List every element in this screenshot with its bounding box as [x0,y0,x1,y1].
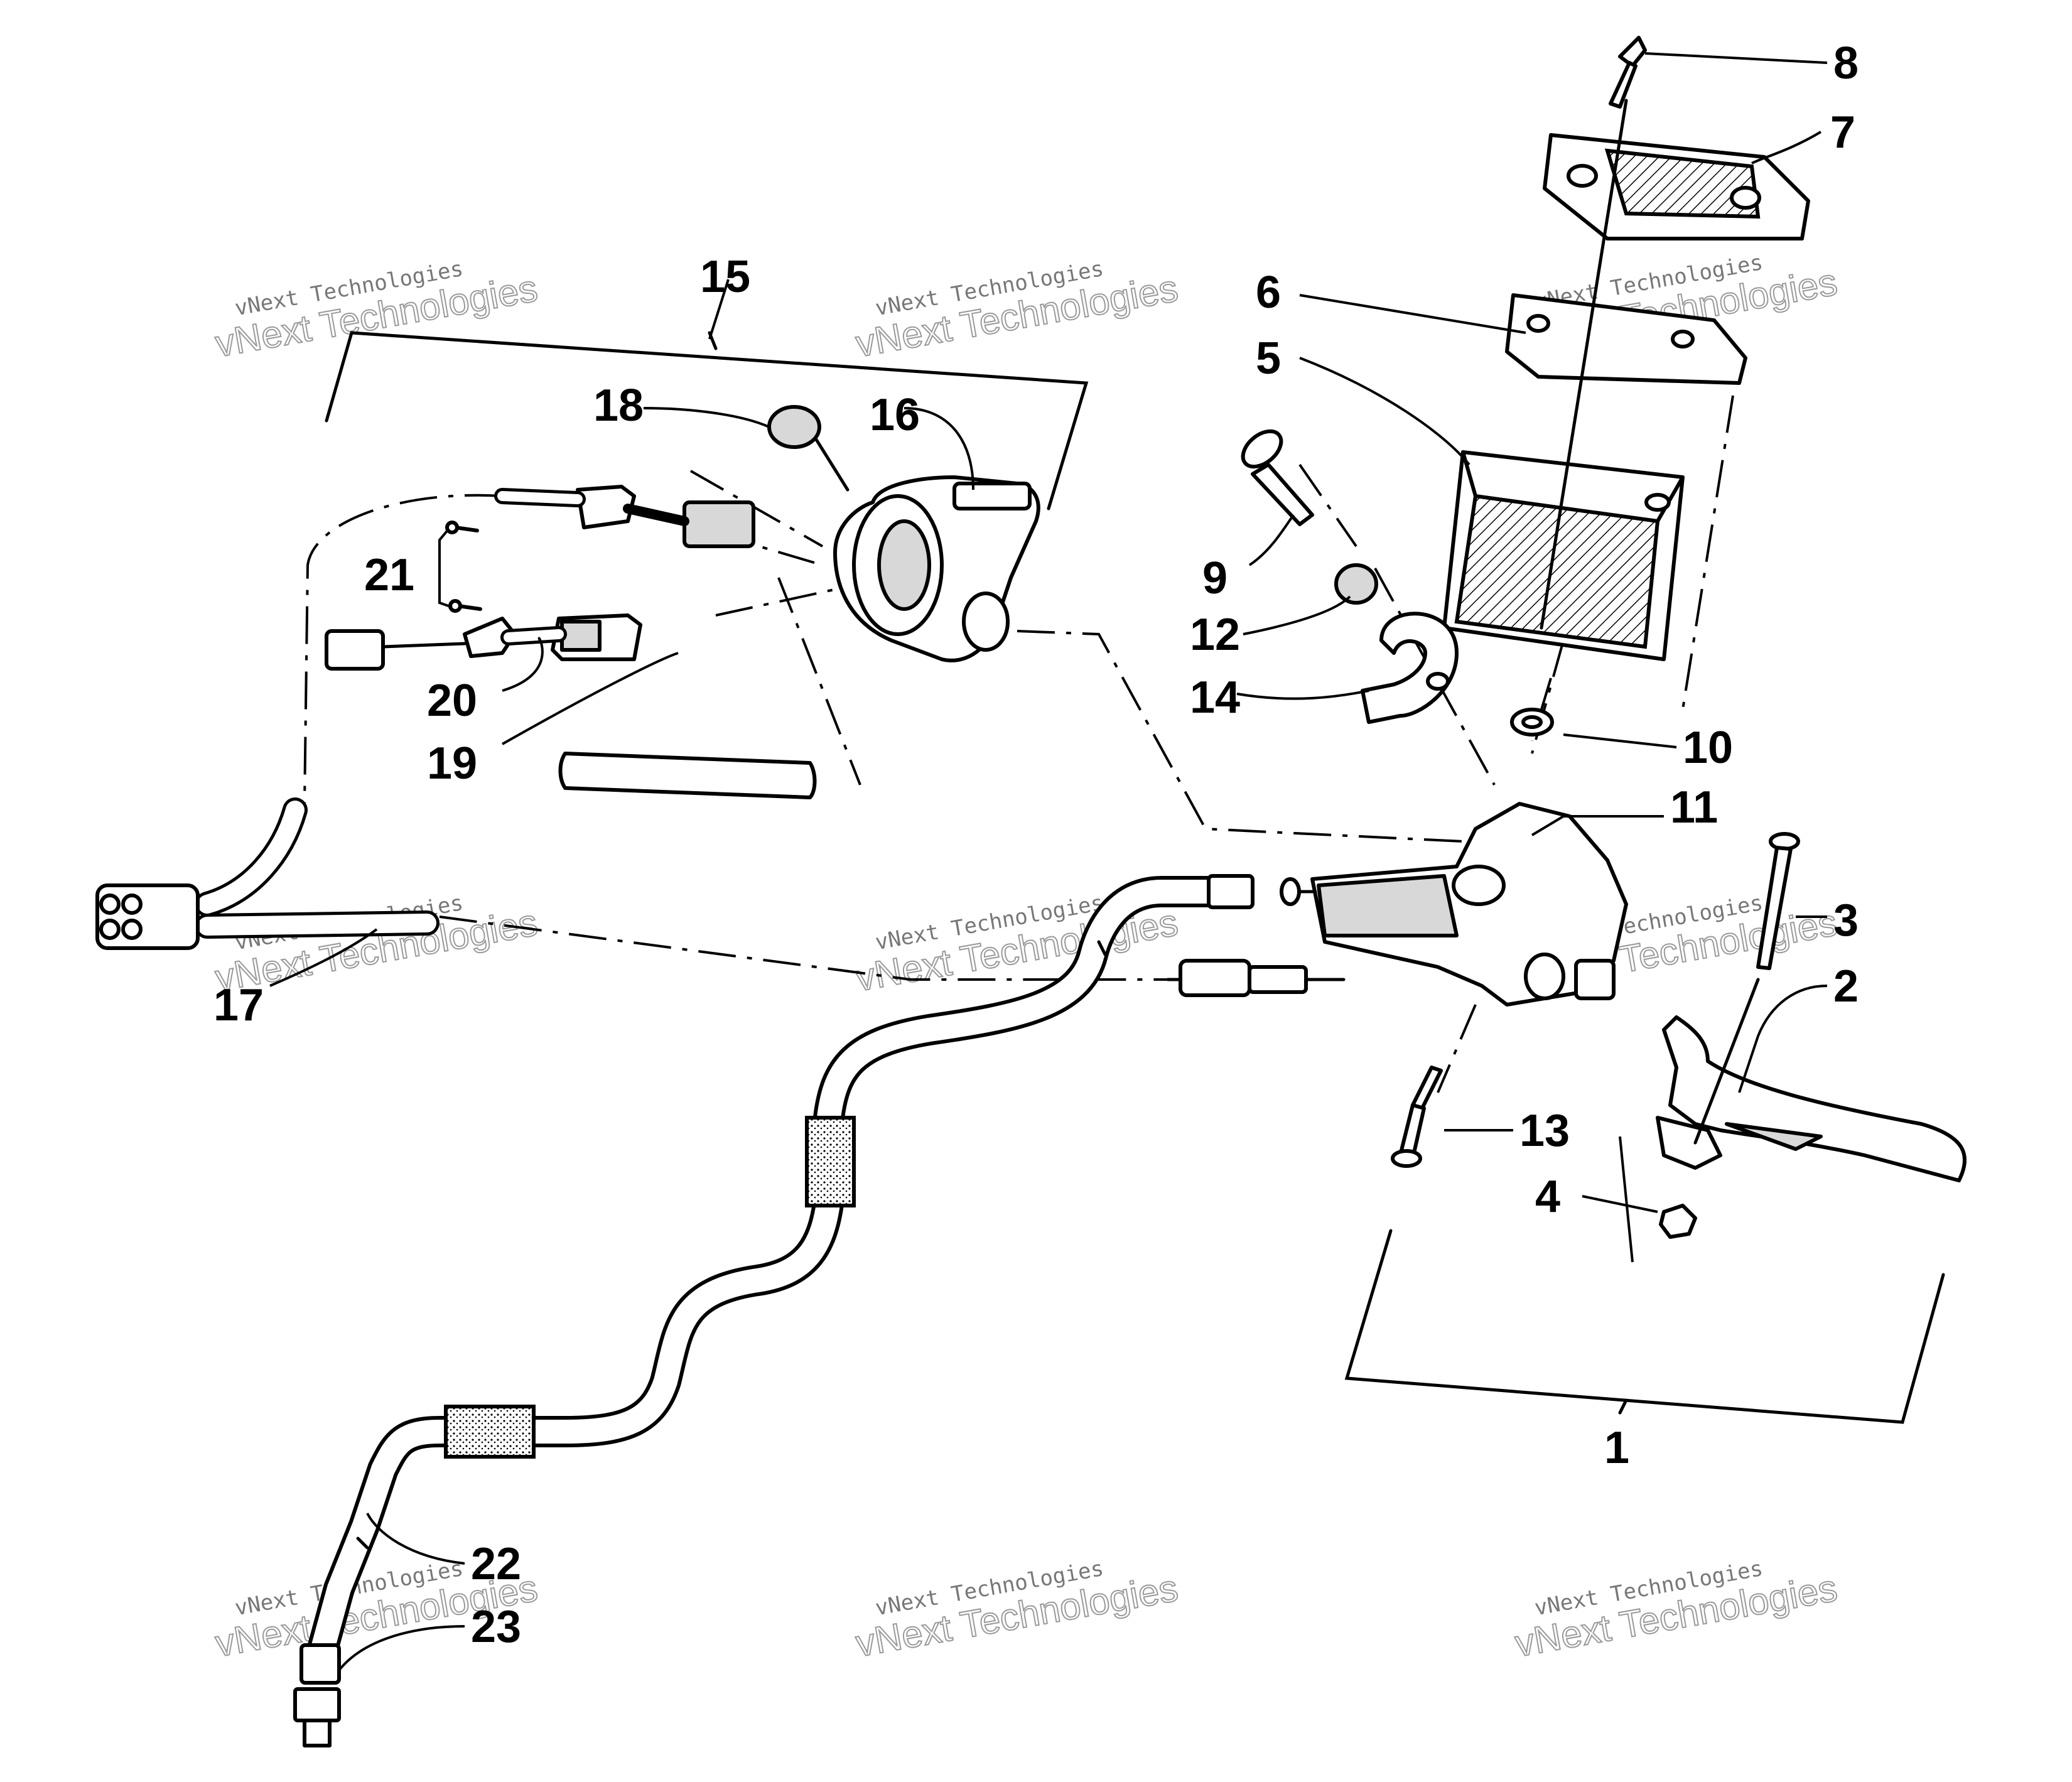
callout-15: 15 [700,252,750,302]
hose-fitting-23 [299,1643,341,1685]
callout-17: 17 [213,980,264,1030]
leader-lines [269,52,1828,1671]
callout-12: 12 [1190,610,1240,660]
callout-19: 19 [427,738,477,789]
cover-7 [1543,133,1810,240]
nut-4 [1659,1204,1697,1239]
screw-8 [1609,36,1647,109]
callout-16: 16 [870,390,920,440]
callout-11: 11 [1670,782,1718,833]
callout-14: 14 [1190,672,1240,723]
grommet-20 [463,617,567,658]
callout-9: 9 [1202,553,1228,603]
callout-7: 7 [1830,107,1855,158]
harness-plug [325,629,467,671]
axis-line-cover [1540,99,1628,630]
hose-sleeve-upper [805,1116,856,1207]
lever-2 [1656,1015,1967,1182]
callout-13: 13 [1519,1106,1570,1156]
callout-2: 2 [1833,961,1859,1012]
callout-8: 8 [1833,38,1859,89]
callout-1: 1 [1604,1423,1629,1473]
callout-6: 6 [1256,267,1281,318]
callout-22: 22 [471,1539,521,1589]
switch-plunger [1179,959,1251,997]
screws-21 [445,521,482,613]
gasket-6 [1505,293,1747,385]
callout-10: 10 [1683,723,1733,773]
reservoir-5 [1442,450,1685,661]
hose-end-23 [303,1719,332,1747]
hose-fitting-upper [1207,874,1255,909]
callout-21: 21 [364,550,414,600]
callout-3: 3 [1833,895,1859,946]
harness-routing [303,395,1734,1093]
callout-5: 5 [1256,333,1281,384]
callout-20: 20 [427,676,477,726]
callout-labels: 1 2 3 4 5 6 7 8 9 10 11 12 13 14 15 16 1… [213,38,1859,1652]
callout-18: 18 [593,381,644,431]
switch-housing-16 [833,475,1040,662]
screw-13 [1391,1066,1443,1168]
washer-12 [1334,563,1378,605]
bolt-9 [1241,429,1314,526]
switch-19 [551,613,642,661]
upper-switch [494,485,755,548]
clamp-14 [1361,612,1459,724]
boot-18 [767,405,850,492]
callout-4: 4 [1535,1172,1560,1222]
brake-light-cable [95,797,1346,997]
bolt-3 [1693,832,1800,1145]
hose-sleeve-lower [444,1405,536,1459]
master-cylinder-11 [1280,802,1628,1007]
brake-hose [293,874,1255,1747]
harness-sleeve [558,752,817,799]
hose-nut-23 [293,1687,341,1722]
assembly-bracket-1 [1344,1229,1945,1424]
bushing-10 [1510,708,1554,737]
callout-23: 23 [471,1602,521,1652]
